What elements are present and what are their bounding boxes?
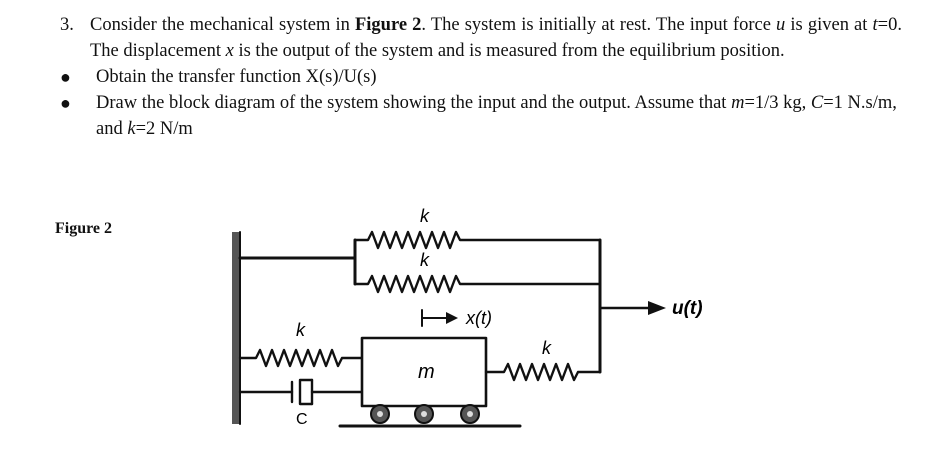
- label-mass: m: [418, 361, 435, 383]
- wheel-hub: [467, 411, 473, 417]
- task-item-2: ● Draw the block diagram of the system s…: [60, 90, 902, 142]
- figure-reference: Figure 2: [354, 15, 422, 35]
- task-list: ● Obtain the transfer function X(s)/U(s)…: [60, 64, 902, 142]
- task-item-1: ● Obtain the transfer function X(s)/U(s): [60, 64, 902, 90]
- task-text-2: Draw the block diagram of the system sho…: [96, 93, 897, 139]
- intro-text-4: =0. The displacement: [90, 15, 902, 61]
- displacement-arrowhead: [446, 312, 458, 324]
- spring-left: [238, 348, 364, 368]
- label-k-top2: k: [420, 250, 430, 270]
- bullet-icon: ●: [60, 93, 71, 113]
- intro-text-2: . The system is initially at rest. The i…: [421, 15, 777, 35]
- problem-intro-text: Consider the mechanical system in Figure…: [90, 12, 902, 64]
- spring-right: [484, 362, 602, 382]
- cart-wheels: [370, 404, 480, 424]
- intro-text-1: Consider the mechanical system in: [90, 15, 355, 35]
- wheel-hub: [377, 411, 383, 417]
- figure-caption: Figure 2: [55, 220, 113, 237]
- var-x: x: [225, 41, 234, 61]
- intro-text-5: is the output of the system and is measu…: [233, 41, 785, 61]
- var-t: t: [872, 15, 878, 35]
- task-text-1: Obtain the transfer function X(s)/U(s): [96, 67, 377, 87]
- wheel-hub: [421, 411, 427, 417]
- bullet-icon: ●: [60, 67, 71, 87]
- spring-top-1: [353, 230, 602, 250]
- problem-statement: 3. Consider the mechanical system in Fig…: [60, 12, 902, 142]
- problem-number: 3.: [60, 15, 74, 35]
- label-damper: C: [296, 411, 308, 428]
- label-input-force: u(t): [672, 298, 703, 319]
- problem-intro: 3. Consider the mechanical system in Fig…: [60, 12, 902, 64]
- intro-text-3: is given at: [785, 15, 873, 35]
- spring-top-2: [353, 274, 602, 294]
- var-u: u: [776, 15, 786, 35]
- label-k-top1: k: [420, 206, 430, 226]
- damper-cylinder: [298, 378, 314, 406]
- input-arrowhead: [648, 301, 666, 315]
- label-k-left: k: [296, 320, 306, 340]
- label-k-right: k: [542, 338, 552, 358]
- label-displacement: x(t): [465, 308, 492, 328]
- fixed-wall: [232, 232, 240, 424]
